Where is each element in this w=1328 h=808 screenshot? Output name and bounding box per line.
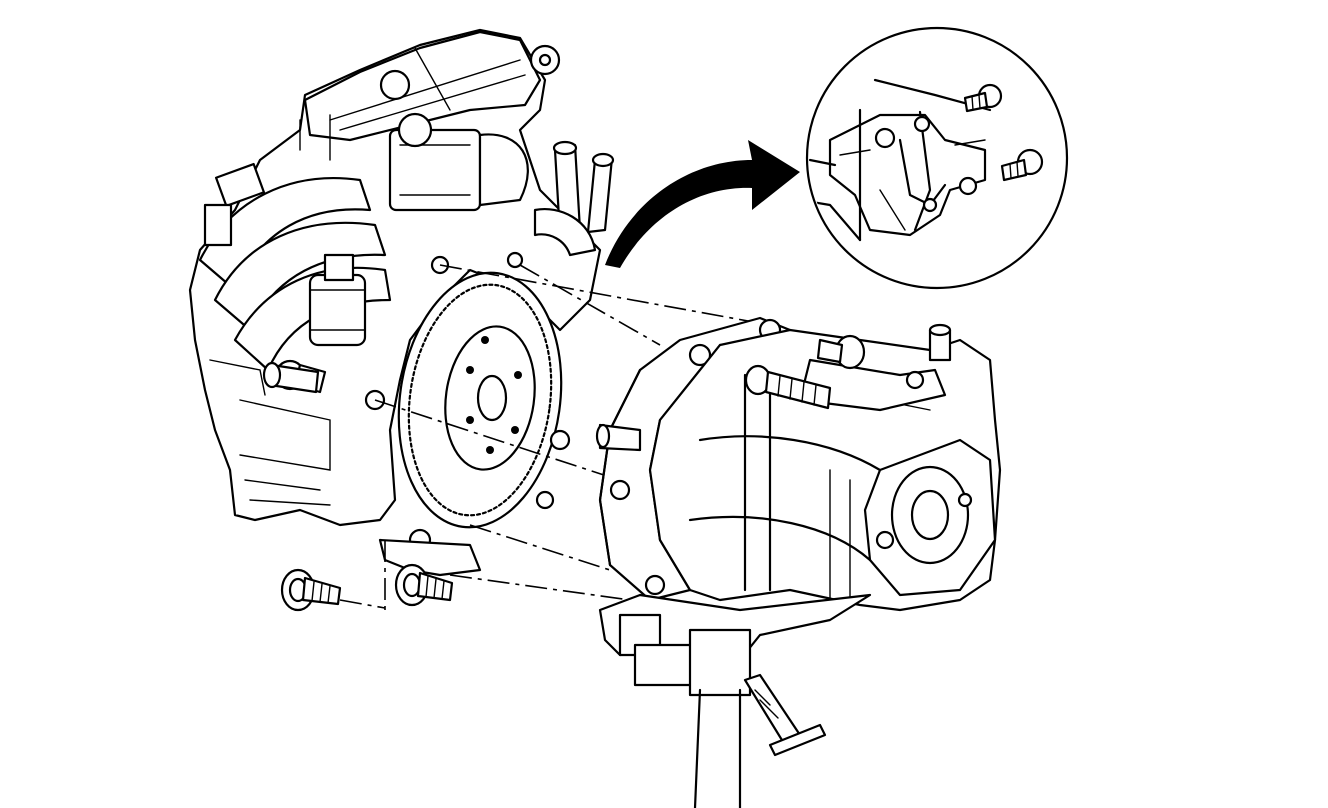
engine-assembly <box>188 28 615 577</box>
transmission <box>595 316 1002 612</box>
flywheel <box>397 271 571 529</box>
transmission-jack <box>598 593 872 808</box>
upper-stud-engine <box>262 361 320 394</box>
transmission-stud-1 <box>744 364 832 410</box>
transmission-bolt-2 <box>816 334 866 370</box>
lower-bolt-left <box>280 568 342 612</box>
lower-bolt-right <box>394 563 454 607</box>
detail-inset <box>805 26 1069 290</box>
mounting-bolts <box>262 361 454 612</box>
inset-bolt-upper <box>963 83 1003 113</box>
oil-filler-cap <box>379 69 411 101</box>
oil-pan <box>378 538 482 577</box>
callout-arrow <box>605 140 800 268</box>
oil-filter <box>308 273 367 347</box>
cam-cover <box>303 30 542 142</box>
alignment-lines <box>339 264 771 610</box>
inset-bolt-lower <box>1000 148 1044 182</box>
